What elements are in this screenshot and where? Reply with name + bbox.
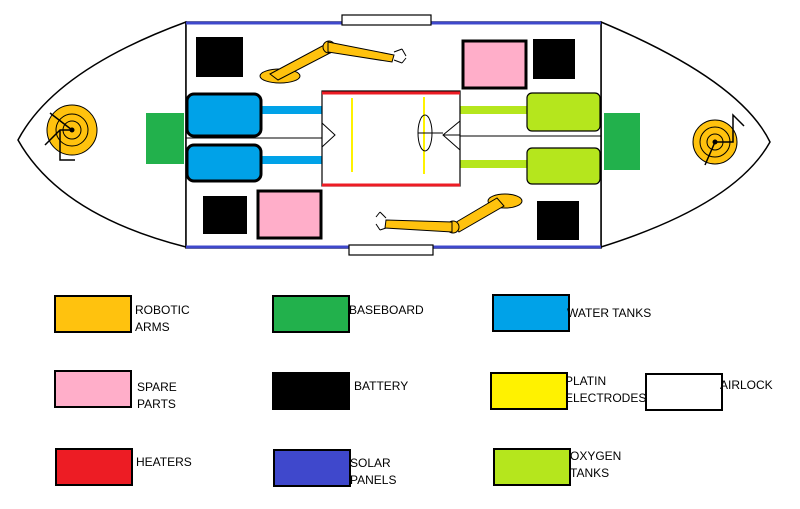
legend-label-solar-panels: SOLAR PANELS: [350, 456, 397, 487]
legend-swatch-platin-electrodes: [490, 372, 568, 410]
legend-label-water-tanks: WATER TANKS: [567, 306, 652, 320]
legend-swatch-robotic-arms: [54, 295, 132, 333]
legend-swatch-airlock: [645, 373, 723, 411]
water-tank-2: [185, 143, 263, 183]
battery-2: [533, 39, 575, 79]
battery-4: [537, 201, 579, 240]
robotic-arm-upper: [259, 40, 407, 84]
legend-swatch-heaters: [55, 448, 133, 486]
water-pipe-2: [260, 156, 322, 164]
battery-1: [196, 37, 243, 77]
water-tank-1: [185, 92, 263, 138]
legend-label-robotic-arms: ROBOTIC ARMS: [135, 303, 190, 334]
robotic-arm-lower: [375, 193, 523, 234]
chamber-valve-right: [442, 120, 461, 151]
legend-label-airlock: AIRLOCK: [720, 378, 773, 392]
central-chamber: [321, 90, 461, 187]
vehicle-diagram: [17, 14, 771, 256]
legend-swatch-solar-panels: [273, 449, 351, 487]
water-pipe-1: [260, 106, 322, 114]
baseboard-left: [146, 113, 184, 164]
legend-label-platin-electrodes: PLATIN ELECTRODES: [565, 374, 647, 405]
legend-label-heaters: HEATERS: [136, 455, 192, 469]
oxygen-tank-1: [526, 92, 601, 132]
wheel-left-icon: [44, 104, 98, 161]
legend-label-battery: BATTERY: [354, 379, 409, 393]
chamber-valve-left: [321, 122, 336, 148]
spare-parts-2: [256, 189, 323, 240]
wheel-right-icon: [692, 113, 745, 166]
legend-swatch-oxygen-tanks: [493, 448, 571, 486]
hull-outline: [17, 20, 187, 248]
legend-label-spare-parts: SPARE PARTS: [137, 380, 177, 411]
legend-label-baseboard: BASEBOARD: [349, 303, 424, 317]
legend-swatch-baseboard: [272, 295, 350, 333]
legend-swatch-spare-parts: [54, 370, 132, 408]
battery-3: [203, 196, 247, 234]
legend-swatch-battery: [272, 372, 350, 410]
hull-outline-right: [600, 20, 771, 249]
airlock-bottom: [348, 244, 434, 256]
legend-swatch-water-tanks: [492, 294, 570, 332]
oxygen-tank-2: [526, 147, 601, 185]
oxygen-pipe-1: [460, 106, 530, 114]
legend-label-oxygen-tanks: OXYGEN TANKS: [570, 449, 622, 480]
spare-parts-1: [461, 39, 528, 90]
airlock-top: [341, 14, 432, 26]
baseboard-right: [604, 113, 640, 170]
oxygen-pipe-2: [460, 160, 530, 168]
